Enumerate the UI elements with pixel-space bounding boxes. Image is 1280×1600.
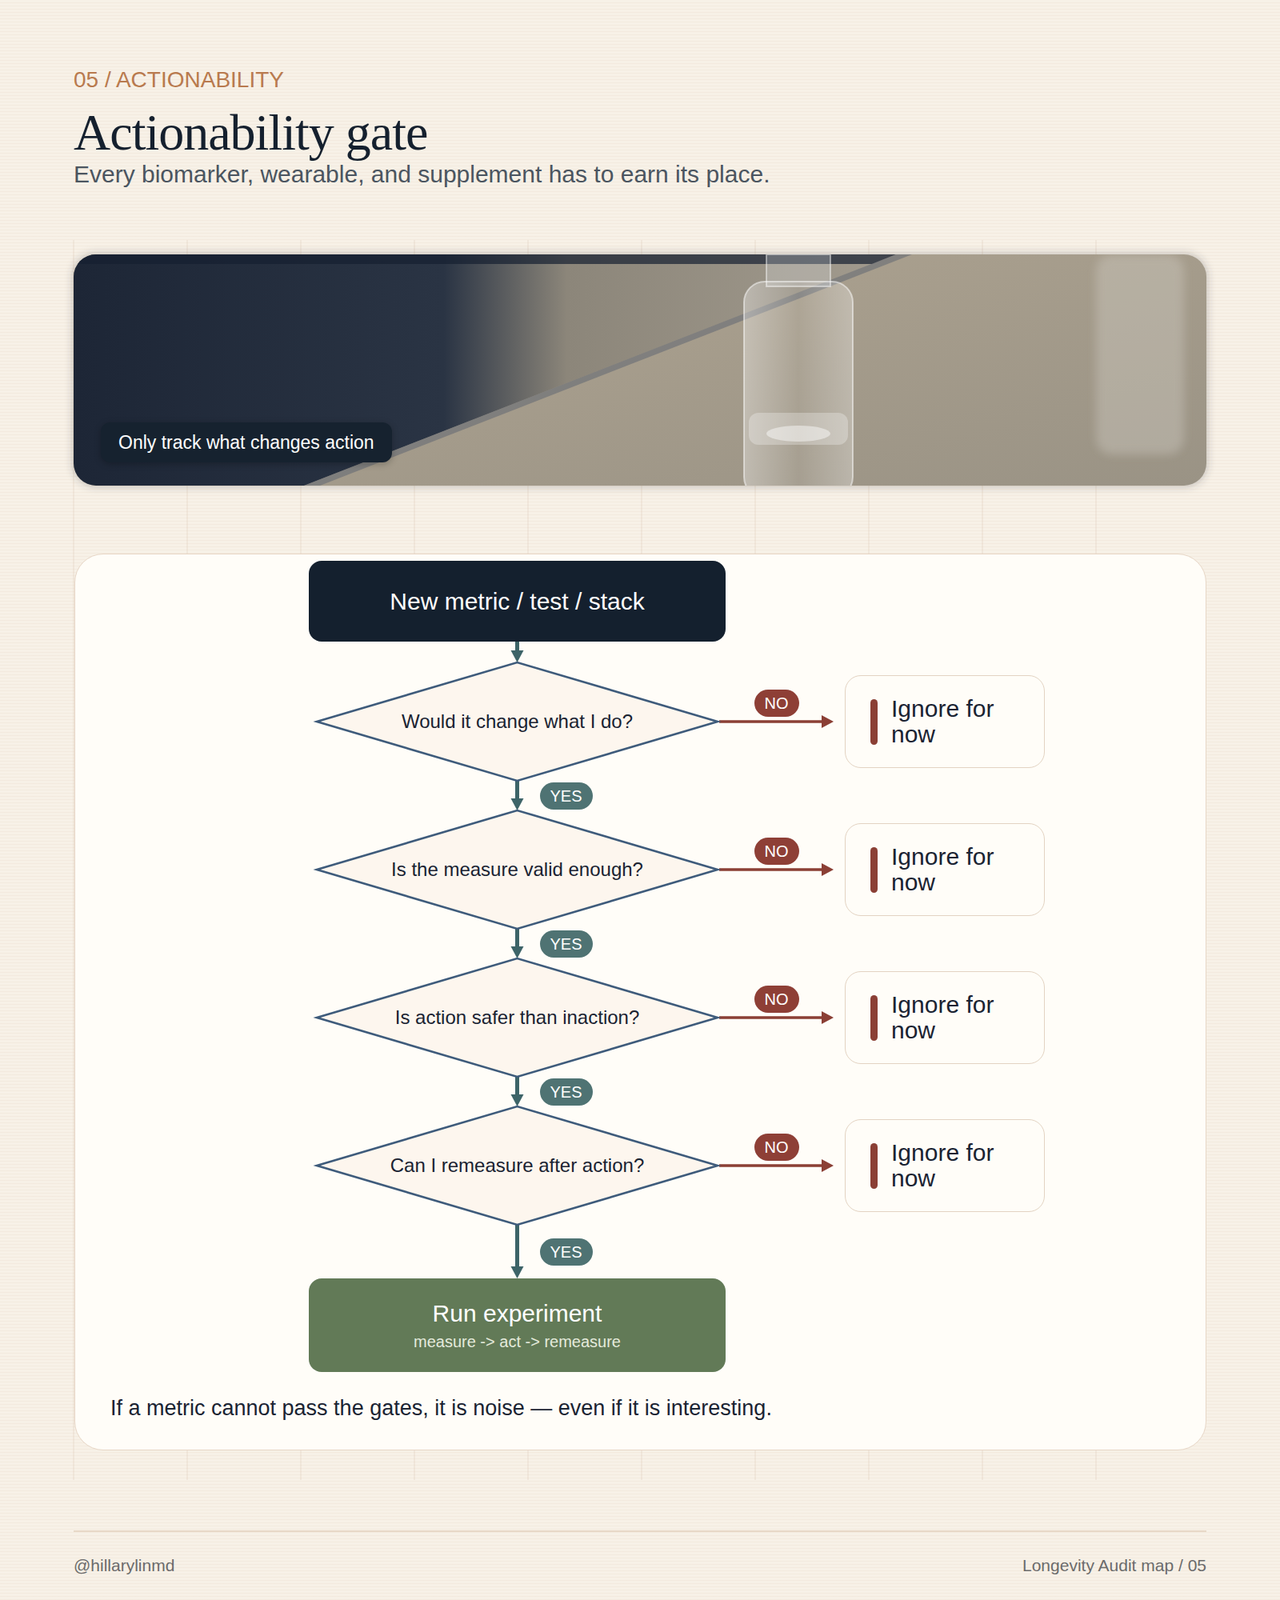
- edge-label: YES: [540, 930, 593, 958]
- node-text: Ignore for now: [891, 844, 1029, 896]
- ignore-box: Ignore for now: [844, 675, 1045, 768]
- arrowhead: [511, 946, 524, 959]
- decision-diamond: Would it change what I do?: [316, 662, 718, 781]
- arrowhead: [821, 1159, 834, 1172]
- connector: [511, 780, 524, 811]
- edge-label: NO: [754, 837, 800, 865]
- connector-line: [719, 720, 829, 724]
- ignore-box: Ignore for now: [844, 971, 1045, 1064]
- edge-label: YES: [540, 782, 593, 810]
- caption-pill: Only track what changes action: [100, 422, 392, 463]
- node-text: Only track what changes action: [118, 430, 375, 455]
- flow-panel: If a metric cannot pass the gates, it is…: [74, 553, 1207, 1451]
- edge-label: YES: [540, 1078, 593, 1106]
- arrowhead: [511, 798, 524, 811]
- page-title: Actionability gate: [73, 104, 428, 162]
- connector-line: [719, 1016, 829, 1020]
- arrowhead: [821, 1011, 834, 1024]
- accent-bar: [870, 995, 878, 1041]
- accent-bar: [870, 699, 878, 745]
- connector: [719, 863, 834, 876]
- connector: [511, 928, 524, 959]
- connector: [719, 1011, 834, 1024]
- node-text: Run experiment: [432, 1299, 603, 1328]
- node-text: Ignore for now: [891, 992, 1029, 1044]
- edge-label: YES: [540, 1238, 593, 1266]
- connector: [719, 1159, 834, 1172]
- panel-note: If a metric cannot pass the gates, it is…: [110, 1394, 772, 1422]
- subtitle: Every biomarker, wearable, and supplemen…: [73, 160, 770, 189]
- node-text: Is action safer than inaction?: [395, 1006, 640, 1029]
- node-text: Is the measure valid enough?: [391, 858, 644, 881]
- node-text: Ignore for now: [891, 696, 1029, 748]
- accent-bar: [870, 1143, 878, 1189]
- node-text: New metric / test / stack: [389, 587, 644, 616]
- connector-line: [719, 868, 829, 872]
- footer-handle: @hillarylinmd: [73, 1555, 175, 1576]
- edge-label: NO: [754, 689, 800, 717]
- section-kicker: 05 / ACTIONABILITY: [73, 66, 284, 94]
- accent-bar: [870, 847, 878, 893]
- decision-diamond: Is the measure valid enough?: [316, 810, 718, 929]
- arrowhead: [821, 715, 834, 728]
- start-box: New metric / test / stack: [308, 560, 726, 642]
- connector-line: [719, 1164, 829, 1168]
- edge-label: NO: [754, 985, 800, 1013]
- connector: [511, 641, 524, 663]
- arrowhead: [821, 863, 834, 876]
- arrowhead: [511, 1094, 524, 1107]
- ignore-box: Ignore for now: [844, 1119, 1045, 1212]
- connector: [511, 1076, 524, 1107]
- node-subtext: measure -> act -> remeasure: [413, 1331, 621, 1352]
- decision-diamond: Is action safer than inaction?: [316, 958, 718, 1077]
- footer-page: Longevity Audit map / 05: [1022, 1555, 1207, 1576]
- edge-label: NO: [754, 1133, 800, 1161]
- ignore-box: Ignore for now: [844, 823, 1045, 916]
- arrowhead: [511, 1266, 524, 1279]
- arrowhead: [511, 650, 524, 663]
- connector: [511, 1224, 524, 1279]
- connector: [719, 715, 834, 728]
- node-text: Would it change what I do?: [401, 710, 633, 733]
- result-box: Run experiment measure -> act -> remeasur…: [308, 1278, 726, 1372]
- node-text: Ignore for now: [891, 1140, 1029, 1192]
- decision-diamond: Can I remeasure after action?: [316, 1106, 718, 1225]
- node-text: Can I remeasure after action?: [390, 1154, 645, 1177]
- connector-line: [515, 1224, 520, 1274]
